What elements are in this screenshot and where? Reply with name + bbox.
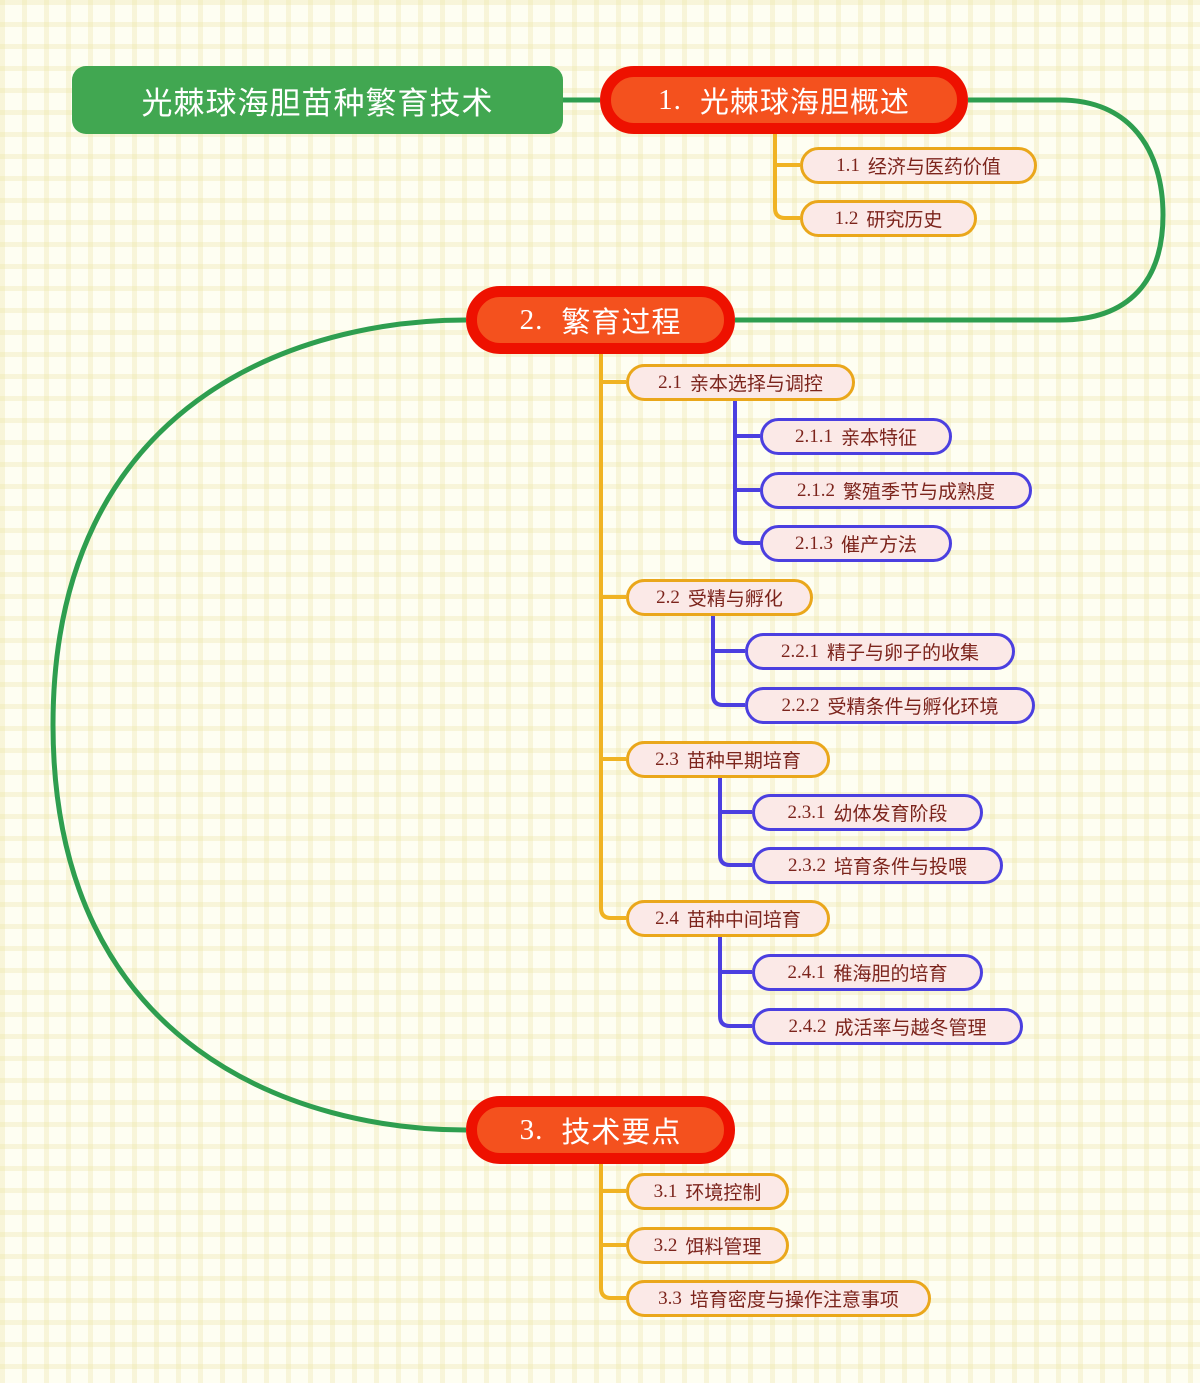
branch-node-3-number: 3. bbox=[519, 1113, 544, 1146]
node-3-2[interactable]: 3.2 饵料管理 bbox=[626, 1227, 789, 1264]
edge-branch2-to-branch3 bbox=[50, 317, 467, 1133]
node-1-2[interactable]: 1.2 研究历史 bbox=[800, 200, 977, 237]
node-2-4-1-label: 稚海胆的培育 bbox=[833, 964, 948, 985]
node-2-3-number: 2.3 bbox=[655, 748, 679, 770]
branch-node-1-number: 1. bbox=[658, 83, 682, 116]
node-2-2-1[interactable]: 2.2.1 精子与卵子的收集 bbox=[745, 633, 1015, 670]
node-1-1[interactable]: 1.1 经济与医药价值 bbox=[800, 147, 1037, 184]
node-2-1-3-number: 2.1.3 bbox=[794, 532, 833, 554]
node-3-3-number: 3.3 bbox=[658, 1287, 682, 1309]
node-2-3-1-number: 2.3.1 bbox=[787, 801, 826, 823]
node-2-4-2-label: 成活率与越冬管理 bbox=[834, 1018, 987, 1039]
node-2-3[interactable]: 2.3 苗种早期培育 bbox=[626, 741, 830, 778]
node-3-3[interactable]: 3.3 培育密度与操作注意事项 bbox=[626, 1280, 931, 1317]
node-2-1-2[interactable]: 2.1.2 繁殖季节与成熟度 bbox=[760, 472, 1032, 509]
node-2-4-1-number: 2.4.1 bbox=[787, 961, 826, 983]
node-2-3-2[interactable]: 2.3.2 培育条件与投喂 bbox=[752, 847, 1003, 884]
node-3-3-label: 培育密度与操作注意事项 bbox=[689, 1290, 899, 1311]
branch-node-1[interactable]: 1. 光棘球海胆概述 bbox=[600, 66, 968, 134]
node-3-2-number: 3.2 bbox=[653, 1234, 678, 1256]
edge-b1-trunk bbox=[773, 133, 800, 220]
node-2-4-1[interactable]: 2.4.1 稚海胆的培育 bbox=[752, 954, 983, 991]
node-2-1-number: 2.1 bbox=[658, 371, 682, 393]
node-2-2[interactable]: 2.2 受精与孵化 bbox=[626, 579, 813, 616]
node-2-3-label: 苗种早期培育 bbox=[686, 751, 801, 772]
node-2-3-1-label: 幼体发育阶段 bbox=[833, 804, 948, 825]
node-1-2-label: 研究历史 bbox=[866, 210, 943, 231]
node-2-4-2[interactable]: 2.4.2 成活率与越冬管理 bbox=[752, 1008, 1023, 1045]
node-2-1[interactable]: 2.1 亲本选择与调控 bbox=[626, 364, 855, 401]
edge-c23-trunk bbox=[718, 777, 752, 867]
edge-c24-trunk bbox=[718, 937, 752, 1028]
node-2-2-2-number: 2.2.2 bbox=[781, 694, 820, 716]
node-1-2-number: 1.2 bbox=[834, 207, 859, 229]
node-1-1-number: 1.1 bbox=[836, 154, 860, 176]
node-2-2-number: 2.2 bbox=[656, 586, 680, 608]
root-node[interactable]: 光棘球海胆苗种繁育技术 bbox=[72, 66, 563, 134]
node-2-4-number: 2.4 bbox=[655, 907, 679, 929]
edge-c21-trunk bbox=[733, 400, 760, 545]
node-3-1-number: 3.1 bbox=[653, 1180, 678, 1202]
node-2-1-3[interactable]: 2.1.3 催产方法 bbox=[760, 525, 952, 562]
node-2-3-1[interactable]: 2.3.1 幼体发育阶段 bbox=[752, 794, 983, 831]
branch-node-2-number: 2. bbox=[519, 303, 544, 336]
node-2-1-1-number: 2.1.1 bbox=[794, 425, 833, 447]
node-3-2-label: 饵料管理 bbox=[685, 1237, 762, 1258]
node-2-2-label: 受精与孵化 bbox=[687, 589, 783, 610]
branch-node-3[interactable]: 3. 技术要点 bbox=[466, 1096, 735, 1164]
node-2-4-2-number: 2.4.2 bbox=[788, 1015, 827, 1037]
node-2-2-2-label: 受精条件与孵化环境 bbox=[827, 697, 999, 718]
node-3-1-label: 环境控制 bbox=[685, 1183, 762, 1204]
edge-c22-trunk bbox=[711, 615, 745, 707]
node-2-2-2[interactable]: 2.2.2 受精条件与孵化环境 bbox=[745, 687, 1035, 724]
root-node-label: 光棘球海胆苗种繁育技术 bbox=[141, 85, 494, 121]
node-2-1-1[interactable]: 2.1.1 亲本特征 bbox=[760, 418, 952, 455]
node-2-1-3-label: 催产方法 bbox=[840, 535, 917, 556]
node-2-1-2-number: 2.1.2 bbox=[796, 479, 835, 501]
node-2-4[interactable]: 2.4 苗种中间培育 bbox=[626, 900, 830, 937]
branch-node-3-label: 技术要点 bbox=[561, 1117, 682, 1149]
node-2-3-2-number: 2.3.2 bbox=[787, 854, 826, 876]
branch-node-1-label: 光棘球海胆概述 bbox=[699, 87, 910, 119]
node-2-1-label: 亲本选择与调控 bbox=[689, 374, 823, 395]
node-2-3-2-label: 培育条件与投喂 bbox=[833, 857, 967, 878]
node-2-1-2-label: 繁殖季节与成熟度 bbox=[842, 482, 995, 503]
branch-node-2-label: 繁育过程 bbox=[561, 307, 682, 339]
edge-b2-trunk bbox=[599, 353, 626, 920]
node-2-2-1-number: 2.2.1 bbox=[780, 640, 819, 662]
node-3-1[interactable]: 3.1 环境控制 bbox=[626, 1173, 789, 1210]
edge-b3-trunk bbox=[599, 1163, 626, 1300]
node-1-1-label: 经济与医药价值 bbox=[867, 157, 1001, 178]
node-2-2-1-label: 精子与卵子的收集 bbox=[826, 643, 979, 664]
node-2-1-1-label: 亲本特征 bbox=[840, 428, 917, 449]
node-2-4-label: 苗种中间培育 bbox=[686, 910, 801, 931]
branch-node-2[interactable]: 2. 繁育过程 bbox=[466, 286, 735, 354]
